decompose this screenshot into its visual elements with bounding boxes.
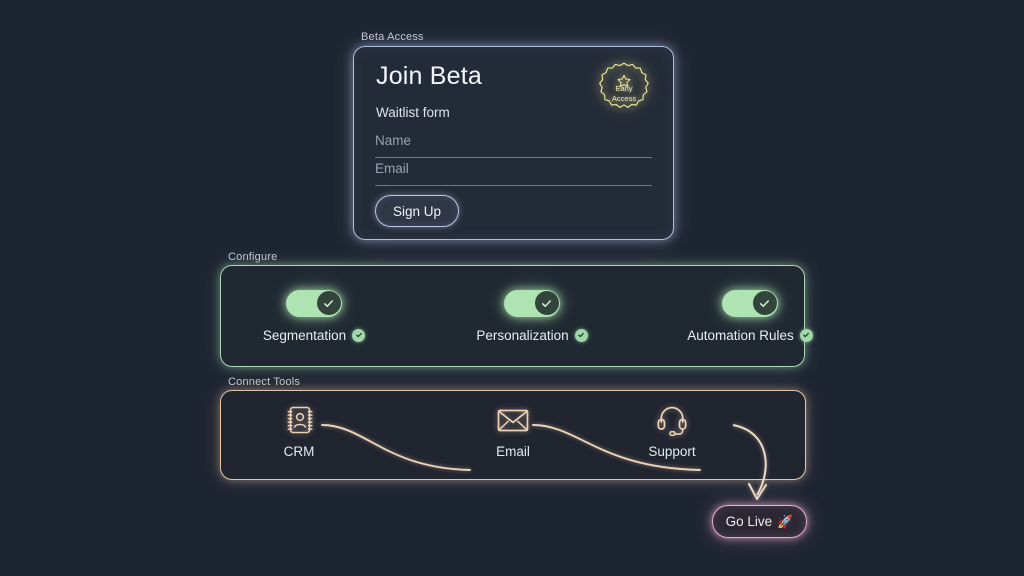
- check-icon: [759, 299, 770, 307]
- rocket-icon: 🚀: [777, 514, 794, 529]
- tool-label-support: Support: [648, 444, 696, 459]
- connect-tools-panel: CRM Email Support: [220, 390, 806, 480]
- sign-up-button-label: Sign Up: [392, 203, 442, 219]
- toggle-label-segmentation: Segmentation: [262, 327, 347, 343]
- toggle-knob: [534, 291, 559, 315]
- page-title: Join Beta: [376, 62, 483, 90]
- toggle-label-row: Personalization: [476, 327, 588, 343]
- email-input-placeholder: Email: [375, 161, 409, 176]
- email-input[interactable]: Email: [375, 159, 652, 186]
- configure-section-label: Configure: [228, 251, 278, 263]
- headset-icon: [657, 406, 687, 437]
- toggle-label-personalization: Personalization: [476, 327, 569, 343]
- tool-crm[interactable]: CRM: [239, 403, 359, 459]
- check-circle-icon: [352, 328, 366, 342]
- badge-scallop-icon: [599, 62, 649, 108]
- envelope-icon: [497, 409, 529, 432]
- go-live-button[interactable]: Go Live 🚀: [712, 505, 807, 538]
- check-icon: [541, 299, 552, 307]
- beta-access-section-label: Beta Access: [361, 31, 424, 43]
- toggle-label-row: Segmentation: [262, 327, 366, 343]
- connect-tools-section-label: Connect Tools: [228, 376, 301, 388]
- waitlist-form-subtitle: Waitlist form: [376, 105, 450, 120]
- toggle-label-row: Automation Rules: [687, 328, 813, 343]
- toggle-automation-rules[interactable]: [722, 289, 778, 317]
- tool-email[interactable]: Email: [453, 403, 573, 459]
- toggle-segmentation[interactable]: [286, 289, 342, 317]
- check-circle-icon: [574, 328, 588, 342]
- check-icon: [323, 299, 334, 307]
- go-live-button-label: Go Live: [725, 514, 773, 529]
- early-access-badge: Early Access: [595, 60, 653, 118]
- name-input-placeholder: Name: [375, 133, 412, 148]
- toggle-personalization[interactable]: [504, 289, 560, 317]
- arrowhead-icon: [748, 483, 767, 500]
- sign-up-button[interactable]: Sign Up: [375, 195, 459, 227]
- tool-label-crm: CRM: [283, 444, 315, 459]
- toggle-group-automation-rules: Automation Rules: [670, 266, 830, 366]
- toggle-group-personalization: Personalization: [452, 266, 612, 366]
- tool-label-email: Email: [496, 444, 530, 459]
- toggle-label-automation-rules: Automation Rules: [687, 327, 794, 343]
- contact-book-icon: [287, 406, 313, 434]
- toggle-knob: [316, 291, 341, 315]
- configure-panel: Segmentation Personalization: [220, 265, 813, 367]
- join-beta-card: Join Beta Waitlist form Name Email Sign …: [353, 46, 674, 240]
- toggle-group-segmentation: Segmentation: [234, 266, 394, 366]
- check-circle-icon: [799, 328, 813, 342]
- tool-support[interactable]: Support: [612, 403, 732, 459]
- toggle-knob: [752, 291, 777, 315]
- name-input[interactable]: Name: [375, 131, 652, 158]
